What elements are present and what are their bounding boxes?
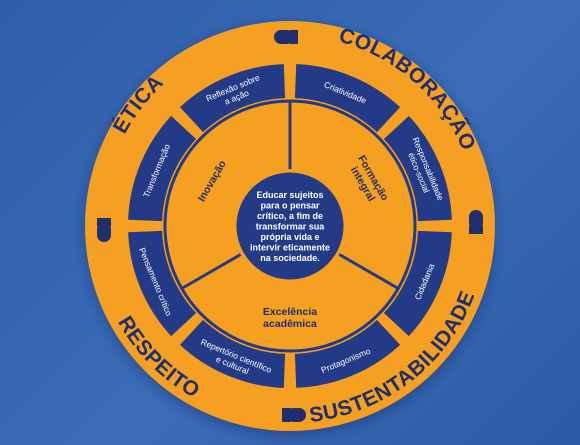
practice-segment [294, 64, 401, 133]
practice-segment [294, 319, 401, 388]
pillar-label-line: acadêmica [263, 318, 317, 330]
center-text-line: Educar sujeitos [256, 190, 323, 200]
pillar-divider [180, 253, 242, 290]
practice-segment [179, 64, 286, 133]
practice-segment [383, 115, 452, 222]
center-text-line: transformar sua [256, 222, 326, 232]
quote-marks [97, 30, 483, 422]
center-text-line: intervir eticamente [250, 243, 330, 253]
quote-mark-icon [469, 210, 483, 234]
center-disc [233, 169, 347, 283]
center-text-line: para o pensar [260, 201, 320, 211]
practice-segment [128, 230, 197, 337]
quote-mark-icon [97, 218, 111, 242]
practice-segment [179, 319, 286, 388]
quote-mark-icon [274, 30, 298, 44]
practices-ring [128, 64, 452, 388]
quote-mark-icon [282, 408, 306, 422]
practice-segment [128, 115, 197, 222]
pillar-divider [338, 253, 400, 290]
center-text-line: própria vida e [260, 232, 319, 242]
center-text-line: na sociedade. [260, 253, 320, 263]
center-text-line: crítico, a fim de [257, 211, 323, 221]
practice-segment [383, 230, 452, 337]
pillar-label-line: Excelência [263, 306, 317, 318]
